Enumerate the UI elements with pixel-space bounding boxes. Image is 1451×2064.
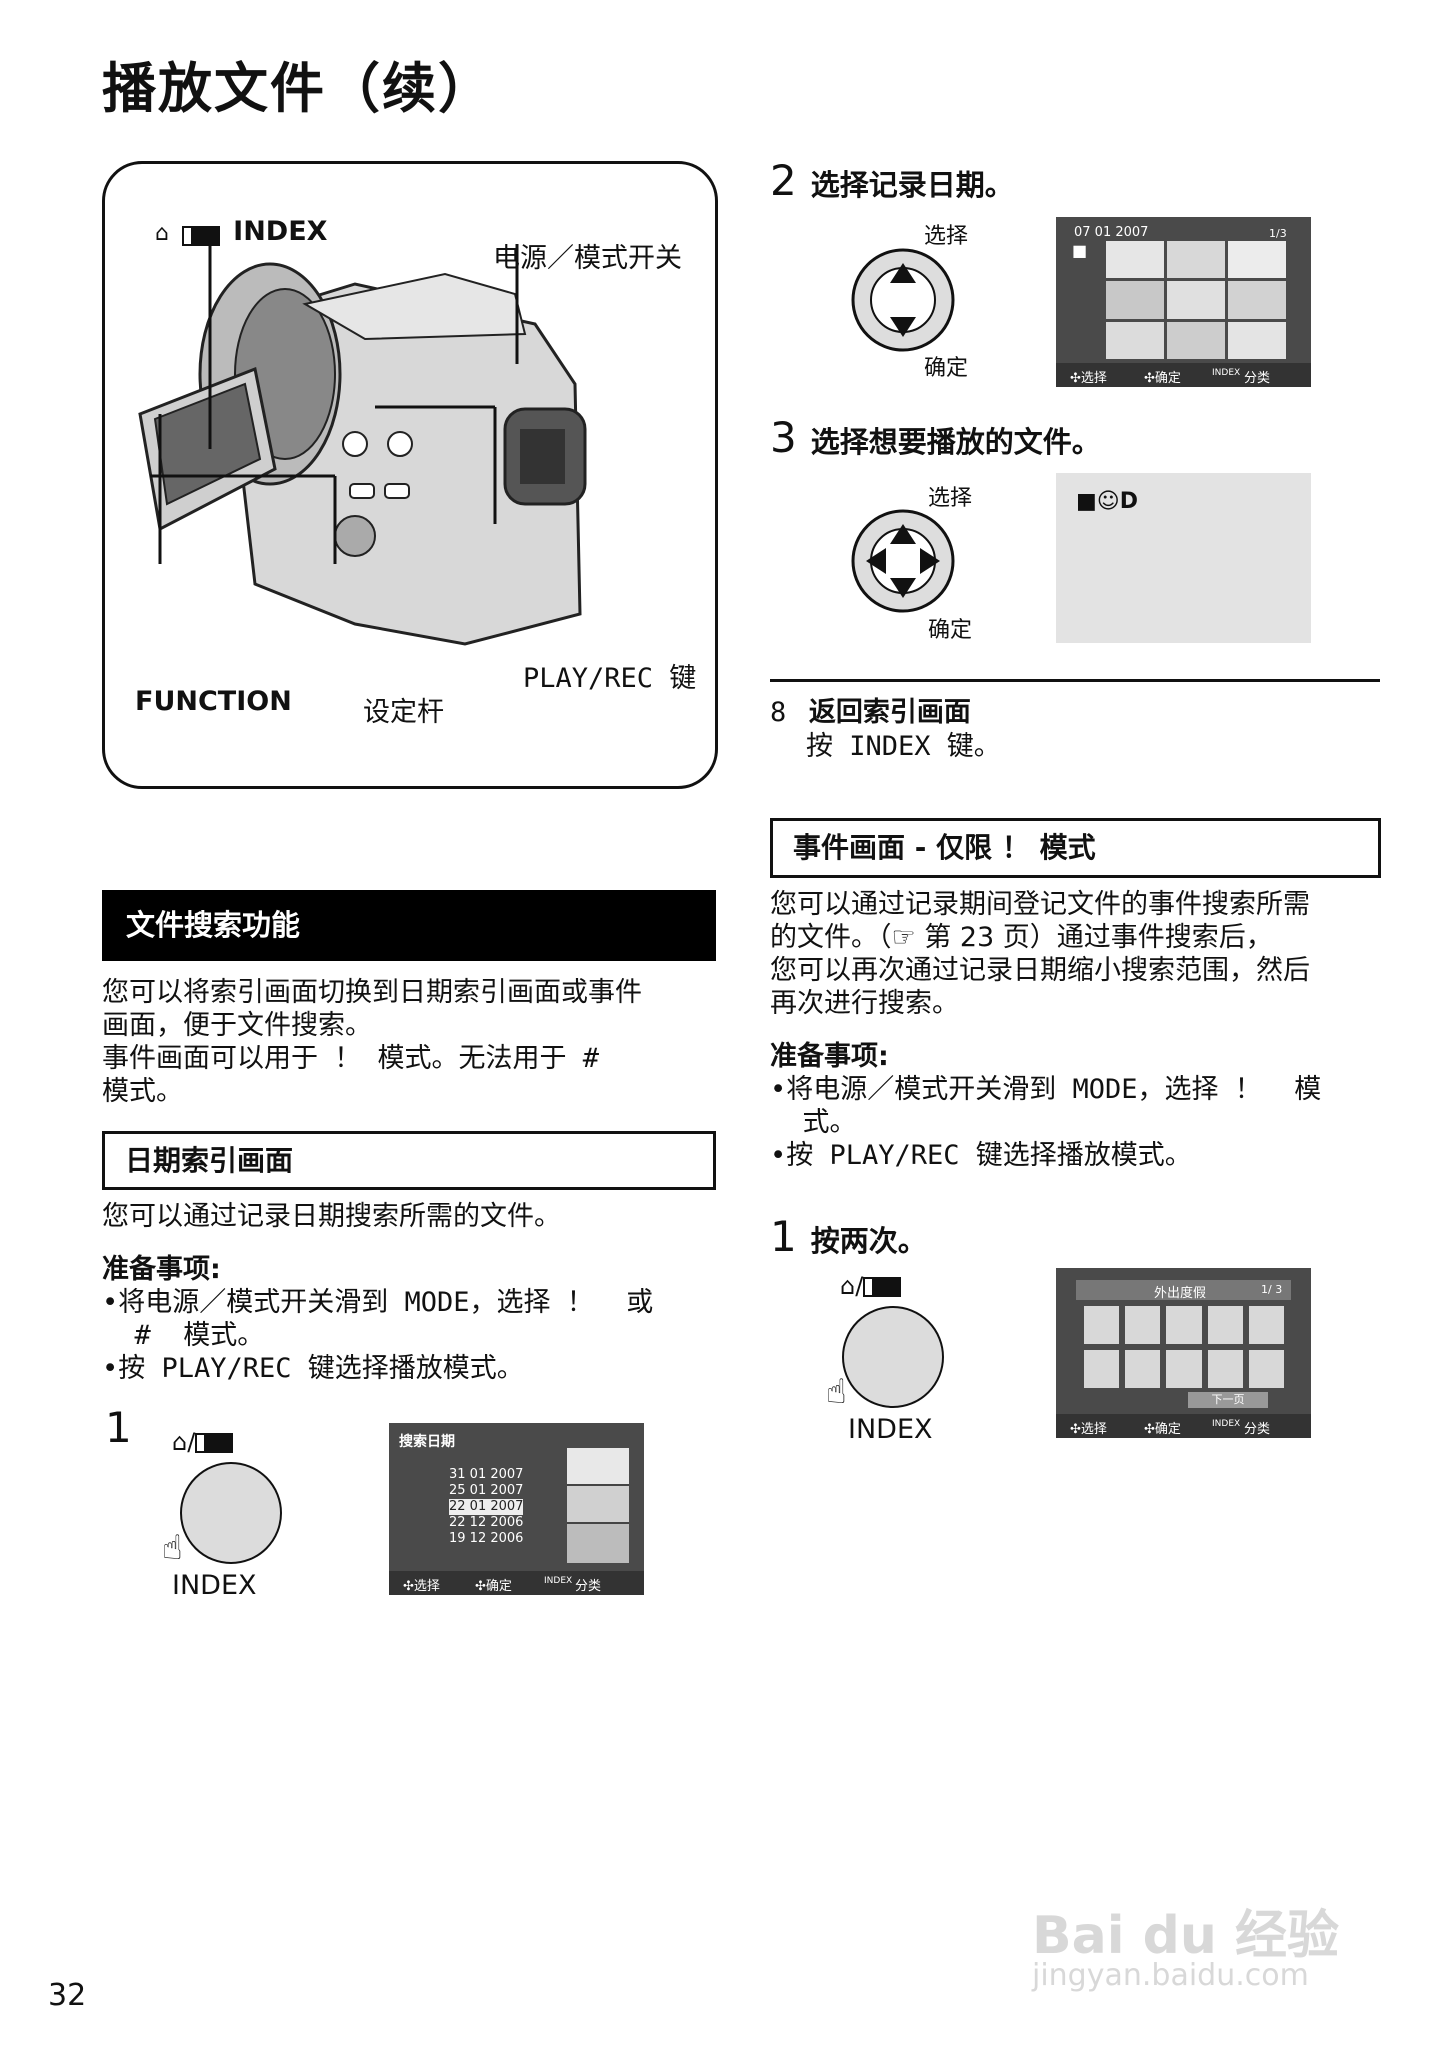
list-item: •按 PLAY/REC 键选择播放模式。: [770, 1140, 1192, 1171]
list-item[interactable]: 19 12 2006: [449, 1531, 524, 1546]
screen-footer: ✣选择 ✣确定 INDEX 分类: [1056, 1414, 1311, 1438]
select-label-2: 选择: [924, 224, 969, 249]
event-icon[interactable]: [1125, 1350, 1161, 1388]
thumbnail[interactable]: [1228, 281, 1286, 319]
confirm-label-2: 确定: [924, 356, 969, 381]
index-button[interactable]: [180, 1462, 282, 1564]
event-icon[interactable]: [1125, 1306, 1161, 1344]
list-item: •将电源／模式开关滑到 MODE，选择 ！ 模: [770, 1074, 1322, 1105]
date-index-text: 您可以通过记录日期搜索所需的文件。: [102, 1201, 561, 1232]
event-icon-grid: [1084, 1306, 1284, 1388]
date-list: 31 01 2007 25 01 2007 22 01 2007 22 12 2…: [449, 1467, 524, 1547]
page-title: 播放文件（续）: [102, 57, 494, 120]
function-label: FUNCTION: [135, 686, 292, 717]
event-screen: 外出度假 1/ 3 下一页 ✣选择 ✣确定 INDEX 分类: [1056, 1268, 1311, 1438]
battery-icon: [863, 1277, 902, 1297]
index-label: ⌂ INDEX: [155, 216, 328, 247]
prep-title-left: 准备事项:: [102, 1254, 221, 1285]
pointing-hand-icon: ☝: [826, 1372, 847, 1412]
screen-page: 1/3: [1269, 227, 1287, 240]
page-number: 32: [48, 1978, 87, 2013]
thumbnail-strip: [567, 1448, 629, 1563]
step-8-text: 按 INDEX 键。: [806, 731, 1001, 762]
thumbnail[interactable]: [1228, 241, 1286, 279]
screen-title: 搜索日期: [399, 1434, 455, 1450]
event-screen-title: 外出度假: [1154, 1286, 1207, 1301]
set-lever-illustration-3: [848, 506, 958, 620]
thumbnail-index-screen: 07 01 2007 1/3 ■ ✣选择 ✣确定 INDEX 分类: [1056, 217, 1311, 387]
prep-title-right: 准备事项:: [770, 1041, 889, 1072]
setting-lever-label: 设定杆: [363, 697, 444, 728]
camera-illustration: ⌂ INDEX 电源／模式开关 PLAY/REC 键 FUNCTION 设定杆: [102, 161, 718, 789]
event-icon[interactable]: [1248, 1350, 1284, 1388]
index-button-illustration-left: ⌂/ ☝ INDEX: [162, 1428, 282, 1601]
event-screen-header: 事件画面 - 仅限 ！ 模式: [770, 818, 1381, 878]
event-screen-text: 您可以通过记录期间登记文件的事件搜索所需 的文件。（☞ 第 23 页）通过事件搜…: [770, 889, 1310, 1019]
card-icon: ⌂: [840, 1272, 856, 1300]
thumbnail[interactable]: [1106, 281, 1164, 319]
index-button-label: INDEX: [848, 1414, 933, 1445]
list-item: 式。: [770, 1107, 857, 1138]
playback-screen: ■☺D: [1056, 473, 1311, 643]
event-icon[interactable]: [1207, 1350, 1243, 1388]
battery-icon: [182, 225, 221, 246]
event-icon[interactable]: [1248, 1306, 1284, 1344]
index-button[interactable]: [842, 1306, 944, 1408]
list-item: •将电源／模式开关滑到 MODE，选择 ！ 或: [102, 1287, 654, 1318]
thumbnail-grid: [1106, 241, 1286, 359]
camcorder-drawing: [138, 244, 587, 646]
screen-footer: ✣选择 ✣确定 INDEX 分类: [389, 1571, 644, 1595]
index-button-label: INDEX: [172, 1570, 257, 1601]
file-search-intro: 您可以将索引画面切换到日期索引画面或事件 画面，便于文件搜索。 事件画面可以用于…: [102, 977, 642, 1107]
power-mode-switch-label: 电源／模式开关: [493, 243, 682, 274]
movie-playback-icon: ■☺D: [1076, 489, 1138, 514]
card-icon: ⌂: [172, 1428, 188, 1456]
prep-list-right: •将电源／模式开关滑到 MODE，选择 ！ 模 式。 •按 PLAY/REC 键…: [770, 1073, 1390, 1172]
thumbnail[interactable]: [1228, 321, 1286, 359]
set-lever-illustration-2: [848, 245, 958, 359]
event-icon[interactable]: [1084, 1306, 1120, 1344]
baidu-watermark: Bai du 经验: [1032, 1906, 1339, 1966]
thumbnail[interactable]: [1167, 241, 1225, 279]
event-icon[interactable]: [1166, 1306, 1202, 1344]
divider: [770, 679, 1380, 682]
list-item: # 模式。: [102, 1320, 265, 1351]
file-search-section-header: 文件搜索功能: [102, 890, 716, 961]
select-label-3: 选择: [928, 486, 973, 511]
screen-date: 07 01 2007: [1074, 225, 1149, 240]
confirm-label-3: 确定: [928, 618, 973, 643]
thumbnail[interactable]: [1167, 281, 1225, 319]
set-lever-icon[interactable]: [848, 506, 958, 616]
set-lever-icon[interactable]: [848, 245, 958, 355]
card-icon: ⌂: [155, 221, 169, 246]
event-icon[interactable]: [1207, 1306, 1243, 1344]
pointing-hand-icon: ☝: [162, 1528, 183, 1568]
thumbnail[interactable]: [1106, 241, 1164, 279]
thumbnail[interactable]: [1167, 321, 1225, 359]
list-item[interactable]: 25 01 2007: [449, 1483, 524, 1498]
step-1-number-left: 1: [105, 1403, 132, 1452]
date-search-screen: 搜索日期 31 01 2007 25 01 2007 22 01 2007 22…: [389, 1423, 644, 1595]
movie-icon: ■: [1072, 241, 1088, 260]
screen-page: 1/ 3: [1261, 1283, 1283, 1296]
baidu-watermark-url: jingyan.baidu.com: [1032, 1958, 1309, 1993]
prep-list-left: •将电源／模式开关滑到 MODE，选择 ！ 或 # 模式。 •按 PLAY/RE…: [102, 1286, 722, 1385]
list-item[interactable]: 22 12 2006: [449, 1515, 524, 1530]
list-item[interactable]: 31 01 2007: [449, 1467, 524, 1482]
event-icon[interactable]: [1084, 1350, 1120, 1388]
step-8: 8 返回索引画面: [770, 697, 971, 728]
date-index-header: 日期索引画面: [102, 1131, 716, 1190]
index-button-illustration-right: ⌂/ ☝ INDEX: [826, 1272, 944, 1445]
playrec-button-label: PLAY/REC 键: [523, 663, 697, 694]
battery-icon: [195, 1433, 234, 1453]
thumbnail[interactable]: [1106, 321, 1164, 359]
next-page-button[interactable]: 下一页: [1188, 1392, 1268, 1408]
list-item[interactable]: 22 01 2007: [449, 1499, 524, 1515]
screen-footer: ✣选择 ✣确定 INDEX 分类: [1056, 363, 1311, 387]
event-icon[interactable]: [1166, 1350, 1202, 1388]
list-item: •按 PLAY/REC 键选择播放模式。: [102, 1353, 524, 1384]
